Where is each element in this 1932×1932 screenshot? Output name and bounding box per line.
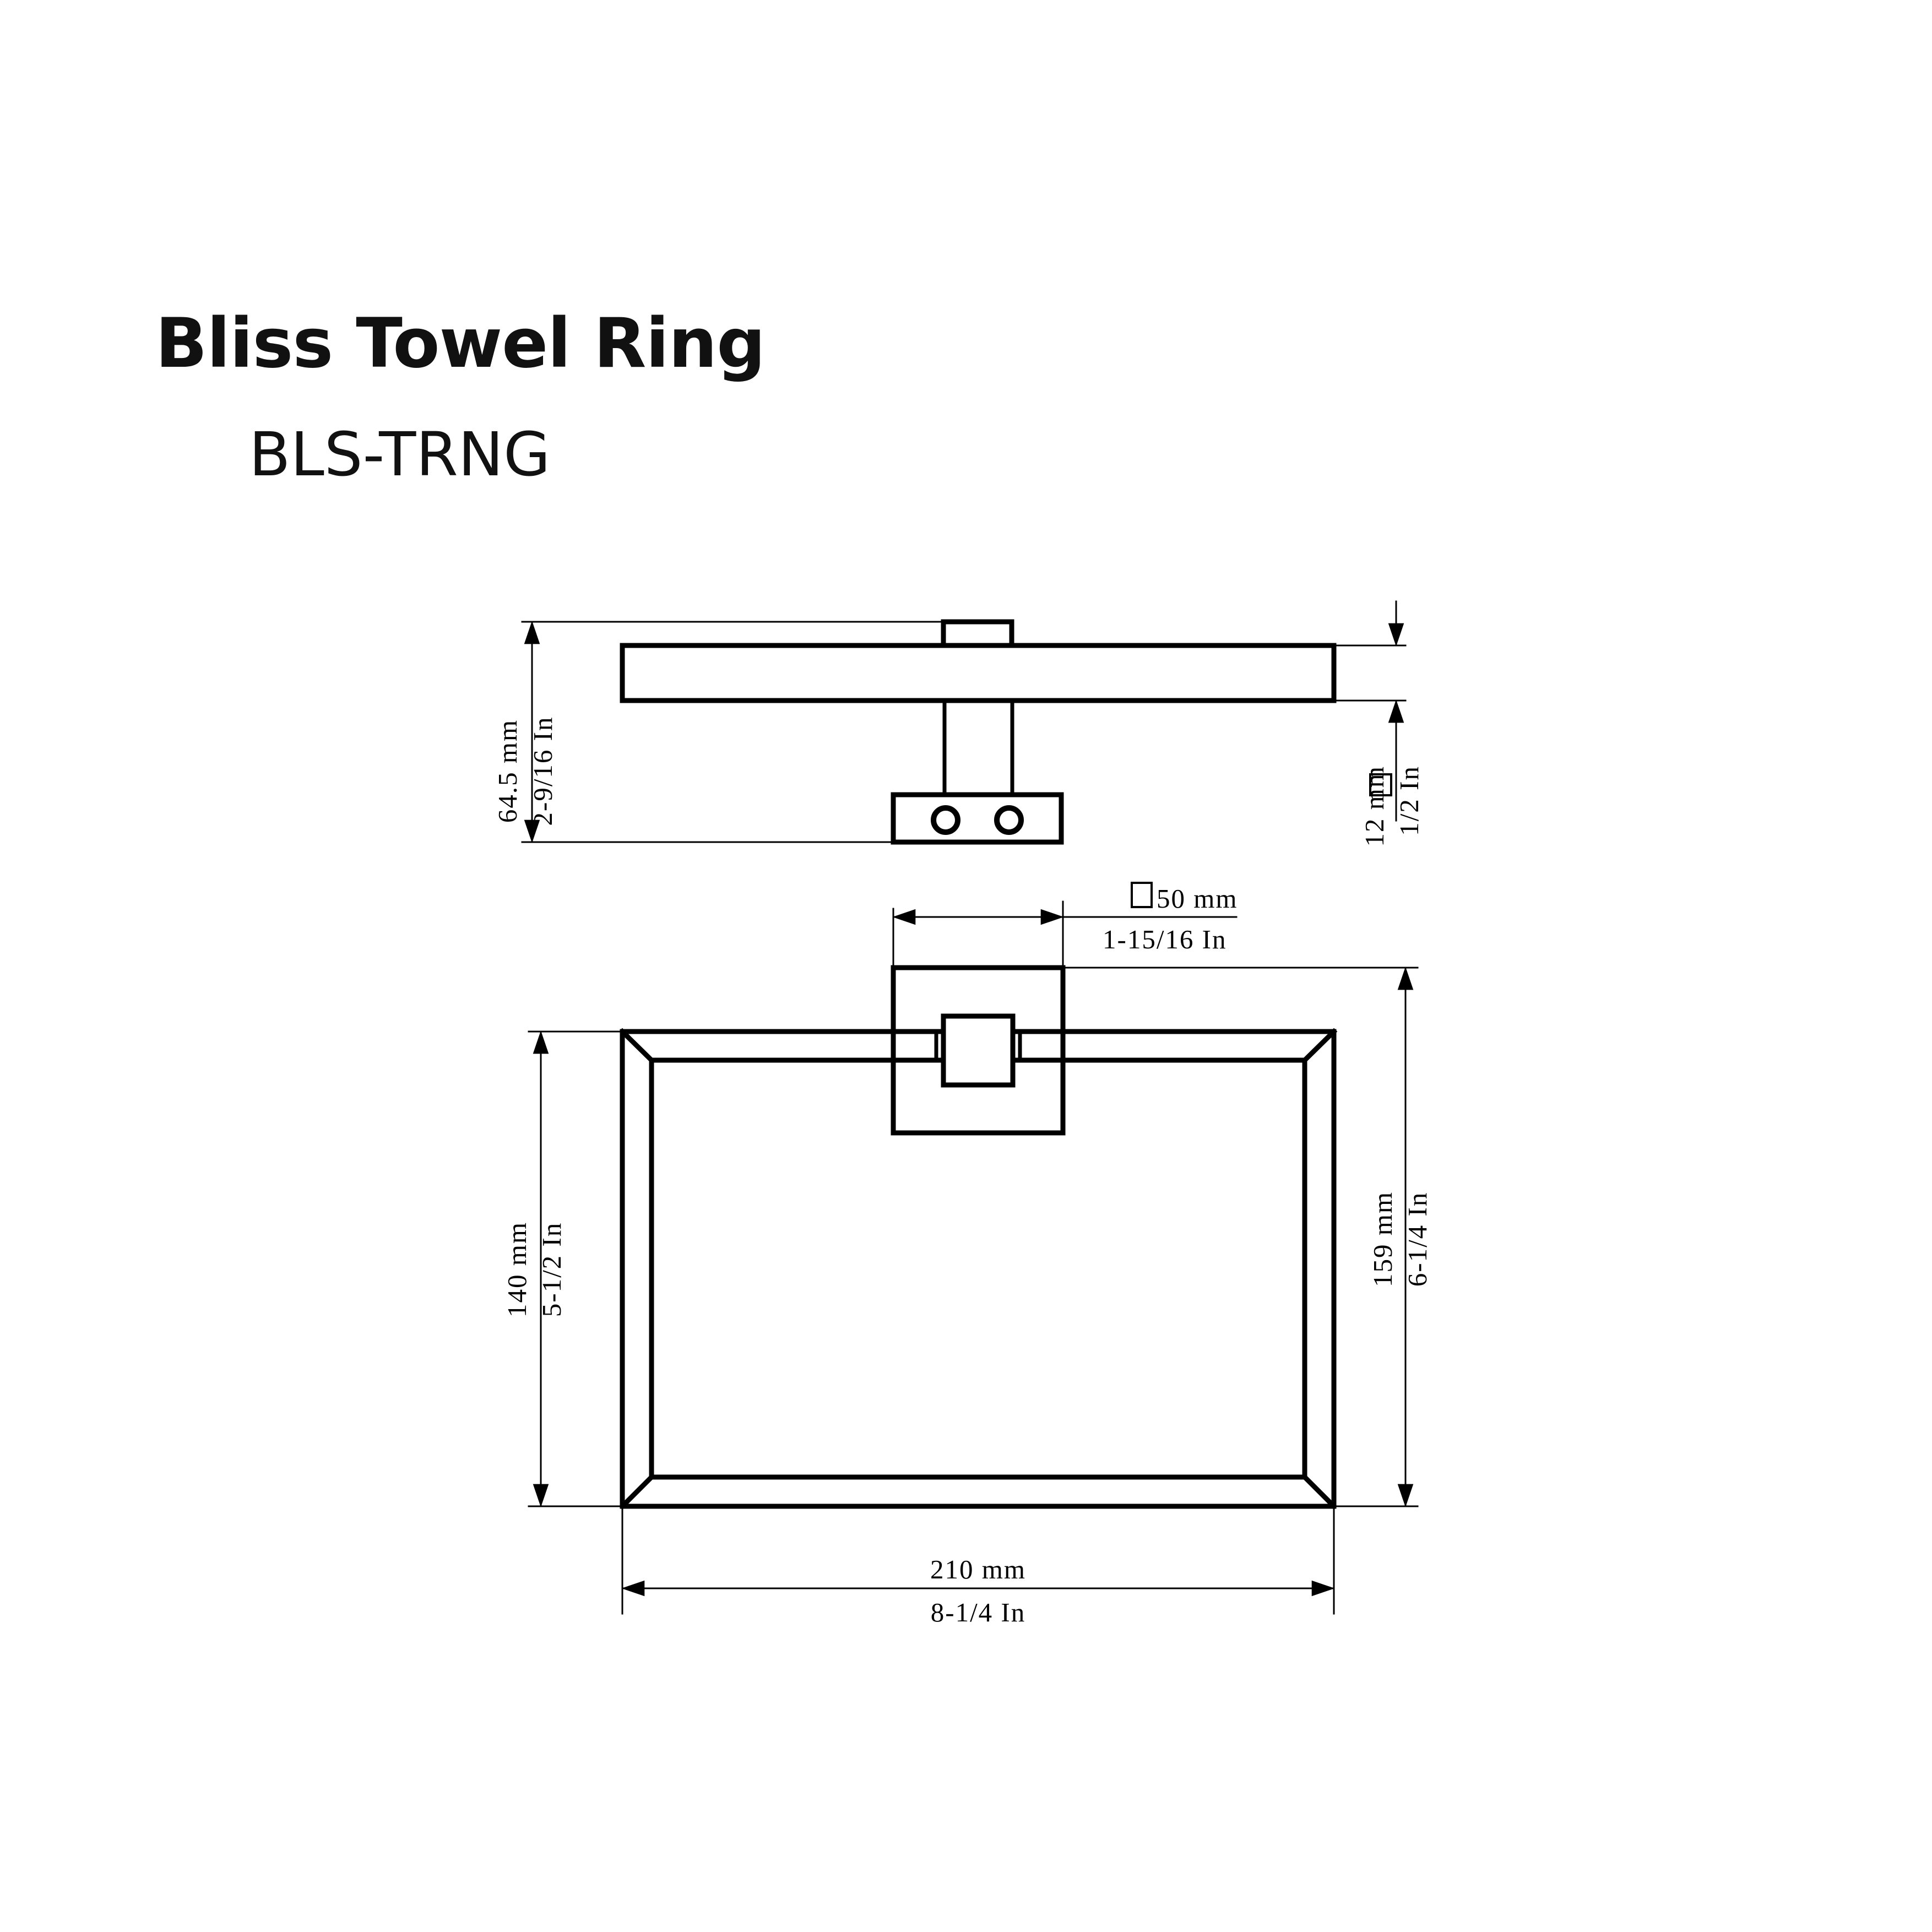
dim-text-64-5-mm: 64.5 mm — [492, 719, 523, 823]
square-symbol-50 — [1131, 882, 1153, 908]
mitre-bottom-left — [618, 1473, 655, 1510]
dimension-overall-width-210 — [621, 1506, 1335, 1615]
ring-outer — [620, 1029, 1337, 1509]
dim-text-210-in: 8-1/4 In — [931, 1597, 1026, 1627]
mitre-bottom-right — [1301, 1473, 1338, 1510]
screw-hole-left — [931, 805, 960, 835]
dim-text-140-mm: 140 mm — [502, 1222, 532, 1317]
dim-text-159-in: 6-1/4 In — [1402, 1192, 1432, 1287]
mitre-top-right — [1301, 1028, 1338, 1064]
dim-text-50-in: 1-15/16 In — [1103, 924, 1227, 954]
dimension-overall-height-159 — [1063, 967, 1419, 1507]
dim-text-159-mm: 159 mm — [1367, 1191, 1398, 1287]
dim-text-12-mm: 12 mm — [1359, 766, 1390, 846]
ring-inner — [649, 1057, 1307, 1480]
dimension-ring-height-140 — [528, 1030, 622, 1507]
mitre-top-left — [618, 1028, 655, 1064]
arm-bar — [620, 643, 1337, 703]
dim-text-50-mm: 50 mm — [1157, 883, 1238, 914]
dimension-plate-width-50 — [892, 900, 1238, 969]
dim-text-210-mm: 210 mm — [930, 1554, 1026, 1584]
dim-text-64-5-in: 2-9/16 In — [528, 717, 558, 826]
dimension-height-64-5 — [521, 621, 945, 843]
dim-text-140-in: 5-1/2 In — [536, 1222, 567, 1317]
top-view-geometry — [620, 619, 1337, 845]
dimension-bar-thickness-12 — [1334, 600, 1407, 822]
wall-plate — [891, 965, 1066, 1136]
screw-hole-right — [994, 805, 1024, 835]
base-plate — [891, 792, 1064, 845]
dim-text-12-in: 1/2 In — [1394, 766, 1424, 836]
connector-boss-front — [941, 1013, 1016, 1088]
square-symbol-12 — [1369, 773, 1392, 796]
front-view-geometry — [618, 965, 1338, 1510]
locating-tab — [941, 619, 1014, 648]
